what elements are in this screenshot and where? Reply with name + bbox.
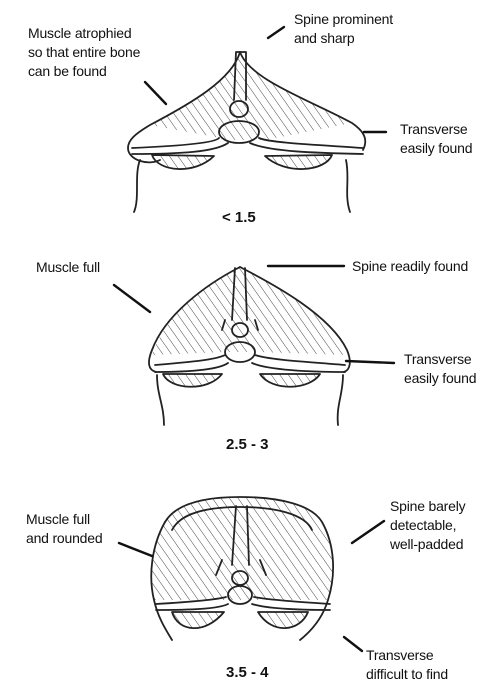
panel-1-drawing <box>128 52 365 212</box>
label-line: Spine readily found <box>352 257 468 276</box>
panel-1-transverse <box>132 138 363 154</box>
label-line: Transverse <box>366 646 448 665</box>
panel-2-lobe-right <box>260 374 320 387</box>
label-line: well-padded <box>390 535 465 554</box>
label-line: and sharp <box>294 29 393 48</box>
label-line: Transverse <box>404 350 476 369</box>
panel-1-right-label: Transverse easily found <box>400 120 472 158</box>
label-line: difficult to find <box>366 665 448 684</box>
label-line: easily found <box>404 369 476 388</box>
label-line: Muscle full <box>36 258 100 277</box>
label-line: so that entire bone <box>28 43 140 62</box>
label-line: Spine prominent <box>294 10 393 29</box>
panel-3-lobe-right <box>258 612 308 628</box>
panel-1-left-label: Muscle atrophied so that entire bone can… <box>28 24 140 81</box>
panel-2-top-label: Spine readily found <box>352 257 468 276</box>
label-line: Transverse <box>400 120 472 139</box>
panel-1-muscle-hatch <box>150 52 352 140</box>
panel-3-lobe-left <box>172 612 224 628</box>
panel-2-muscle-hatch <box>152 267 347 355</box>
panel-2-transverse <box>155 355 345 372</box>
label-line: Spine barely <box>390 497 465 516</box>
panel-2-right-label: Transverse easily found <box>404 350 476 388</box>
label-line: Muscle atrophied <box>28 24 140 43</box>
panel-2-score: 2.5 - 3 <box>226 436 269 453</box>
panel-1-lobe-right <box>265 155 332 169</box>
panel-3-left-label: Muscle full and rounded <box>26 510 102 548</box>
label-line: can be found <box>28 62 140 81</box>
label-line: detectable, <box>390 516 465 535</box>
panel-1-top-label: Spine prominent and sharp <box>294 10 393 48</box>
panel-3-score: 3.5 - 4 <box>226 664 269 681</box>
panel-3-top-label: Spine barely detectable, well-padded <box>390 497 465 554</box>
label-line: Muscle full <box>26 510 102 529</box>
panel-1-score: < 1.5 <box>222 209 256 226</box>
panel-1-lobe-left <box>152 155 214 169</box>
panel-3-right-label: Transverse difficult to find <box>366 646 448 684</box>
label-line: easily found <box>400 139 472 158</box>
panel-2-drawing <box>149 267 350 425</box>
panel-3-drawing <box>151 497 333 640</box>
label-line: and rounded <box>26 529 102 548</box>
panel-2-lobe-left <box>163 374 222 387</box>
panel-2-left-label: Muscle full <box>36 258 100 277</box>
